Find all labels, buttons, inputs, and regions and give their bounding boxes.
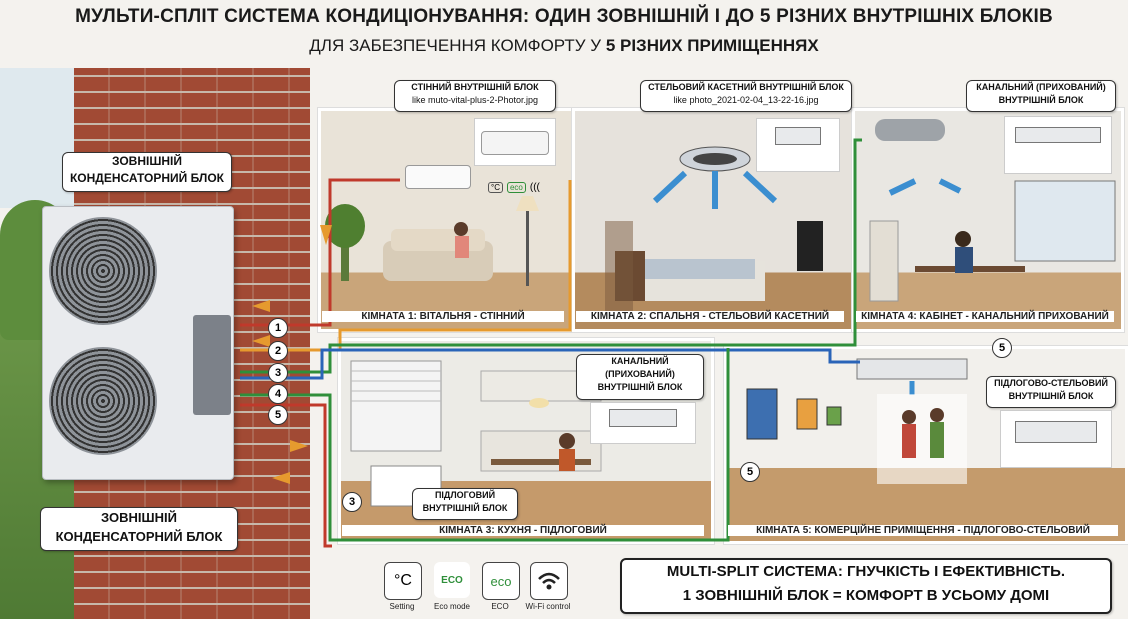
outdoor-label-bottom-line2: КОНДЕНСАТОРНИЙ БЛОК (55, 529, 223, 544)
port-3-marker: 3 (268, 363, 288, 383)
ducted-unit-image-mid (609, 409, 677, 427)
wall-unit-photo (474, 118, 556, 166)
commercial-scene (746, 358, 968, 484)
thermometer-icon: °C (488, 181, 503, 193)
wall-unit-image (481, 131, 549, 155)
ducted-unit-callout-mid: КАНАЛЬНИЙ (ПРИХОВАНИЙ) ВНУТРІШНІЙ БЛОК (576, 354, 704, 400)
outdoor-condenser-unit (42, 206, 234, 480)
port-1-marker: 1 (268, 318, 288, 338)
subtitle-bold: 5 РІЗНИХ ПРИМІЩЕННЯХ (605, 36, 819, 55)
ducted-unit-callout-top: КАНАЛЬНИЙ (ПРИХОВАНИЙ) ВНУТРІШНІЙ БЛОК (966, 80, 1116, 112)
floor-ceiling-title-1: ПІДЛОГОВО-СТЕЛЬОВИЙ (994, 378, 1108, 388)
wall-unit-icons: °C eco ((( (488, 178, 548, 196)
subtitle-prefix: ДЛЯ ЗАБЕЗПЕЧЕННЯ КОМФОРТУ У (309, 36, 606, 55)
bedroom-scene (605, 146, 823, 321)
legend-label-setting: Setting (389, 602, 415, 611)
floor-unit-callout: ПІДЛОГОВИЙ ВНУТРІШНІЙ БЛОК (412, 488, 518, 520)
service-valve-panel (193, 315, 231, 415)
room-5-marker-top: 5 (992, 338, 1012, 358)
floor-unit-title-2: ВНУТРІШНІЙ БЛОК (422, 503, 508, 513)
room-4-label: КІМНАТА 4: КАБІНЕТ - КАНАЛЬНИЙ ПРИХОВАНИ… (856, 311, 1114, 322)
ducted-top-title-1: КАНАЛЬНИЙ (ПРИХОВАНИЙ) (976, 82, 1106, 92)
cassette-unit-callout: СТЕЛЬОВИЙ КАСЕТНИЙ ВНУТРІШНІЙ БЛОК like … (640, 80, 852, 112)
wall-unit-note: like muto-vital-plus-2-Photor.jpg (411, 95, 539, 105)
ducted-mid-title-2: (ПРИХОВАНИЙ) (605, 369, 675, 379)
port-4-marker: 4 (268, 384, 288, 404)
cassette-unit-title: СТЕЛЬОВИЙ КАСЕТНИЙ ВНУТРІШНІЙ БЛОК (648, 82, 844, 92)
outdoor-label-top-line2: КОНДЕНСАТОРНИЙ БЛОК (69, 171, 224, 185)
eco-icon: eco (482, 562, 520, 600)
legend-label-eco: ECO (491, 602, 509, 611)
outdoor-unit-label-top: ЗОВНІШНІЙ КОНДЕНСАТОРНИЙ БЛОК (62, 152, 232, 192)
ducted-top-title-2: ВНУТРІШНІЙ БЛОК (998, 95, 1084, 105)
eco-mode-icon: ECO (434, 562, 470, 598)
floor-ceiling-unit-photo (1000, 410, 1112, 468)
wifi-icon: ((( (529, 181, 540, 193)
kitchen-scene (350, 360, 602, 507)
ducted-unit-photo-top (1004, 116, 1112, 174)
wifi-icon (530, 562, 568, 600)
cassette-unit-photo (756, 118, 840, 172)
room-2-label: КІМНАТА 2: СПАЛЬНЯ - СТЕЛЬОВИЙ КАСЕТНИЙ (576, 311, 844, 322)
fan-grille-top (49, 217, 157, 325)
office-scene (869, 119, 1116, 302)
cassette-unit-note: like photo_2021-02-04_13-22-16.jpg (673, 95, 819, 105)
port-5-marker: 5 (268, 405, 288, 425)
port-2-marker: 2 (268, 341, 288, 361)
subtitle: ДЛЯ ЗАБЕЗПЕЧЕННЯ КОМФОРТУ У 5 РІЗНИХ ПРИ… (0, 36, 1128, 56)
living-room-scene (325, 196, 539, 286)
legend-label-wifi: Wi-Fi control (525, 602, 571, 611)
floor-ceiling-title-2: ВНУТРІШНІЙ БЛОК (1008, 391, 1094, 401)
room-5-label: КІМНАТА 5: КОМЕРЦІЙНЕ ПРИМІЩЕННЯ - ПІДЛО… (728, 525, 1118, 536)
floor-unit-title-1: ПІДЛОГОВИЙ (434, 490, 496, 500)
summary-line-1: MULTI-SPLIT СИСТЕМА: ГНУЧКІСТЬ І ЕФЕКТИВ… (666, 563, 1066, 580)
wall-unit-callout: СТІННИЙ ВНУТРІШНІЙ БЛОК like muto-vital-… (394, 80, 556, 112)
cassette-unit-image (775, 127, 821, 145)
outdoor-label-top-line1: ЗОВНІШНІЙ (111, 154, 183, 168)
room-3-label: КІМНАТА 3: КУХНЯ - ПІДЛОГОВИЙ (342, 525, 704, 536)
main-title: МУЛЬТИ-СПЛІТ СИСТЕМА КОНДИЦІОНУВАННЯ: ОД… (75, 6, 1053, 27)
outdoor-unit-label-bottom: ЗОВНІШНІЙ КОНДЕНСАТОРНИЙ БЛОК (40, 507, 238, 551)
legend: °C Setting ECO Eco mode eco ECO Wi-Fi co… (382, 562, 572, 614)
wall-unit-title: СТІННИЙ ВНУТРІШНІЙ БЛОК (411, 82, 539, 92)
ducted-mid-title-1: КАНАЛЬНИЙ (611, 356, 669, 366)
room-5-marker-bottom: 5 (740, 462, 760, 482)
eco-icon: eco (506, 181, 526, 193)
floor-ceiling-unit-callout: ПІДЛОГОВО-СТЕЛЬОВИЙ ВНУТРІШНІЙ БЛОК (986, 376, 1116, 408)
wifi-glyph (538, 572, 560, 590)
room-1-label: КІМНАТА 1: ВІТАЛЬНЯ - СТІННИЙ (322, 311, 564, 322)
room-3-marker: 3 (342, 492, 362, 512)
legend-label-eco-mode: Eco mode (433, 602, 471, 611)
thermometer-icon: °C (384, 562, 422, 600)
summary-line-2: 1 ЗОВНІШНІЙ БЛОК = КОМФОРТ В УСЬОМУ ДОМІ (682, 587, 1050, 604)
summary-box: MULTI-SPLIT СИСТЕМА: ГНУЧКІСТЬ І ЕФЕКТИВ… (620, 558, 1112, 614)
ducted-unit-image-top (1015, 127, 1101, 143)
ducted-unit-photo-mid (590, 402, 696, 444)
ducted-mid-title-3: ВНУТРІШНІЙ БЛОК (597, 382, 683, 392)
wall-unit-on-wall (405, 165, 471, 189)
floor-ceiling-unit-image (1015, 421, 1097, 443)
outdoor-label-bottom-line1: ЗОВНІШНІЙ (101, 510, 177, 525)
fan-grille-bottom (49, 347, 157, 455)
